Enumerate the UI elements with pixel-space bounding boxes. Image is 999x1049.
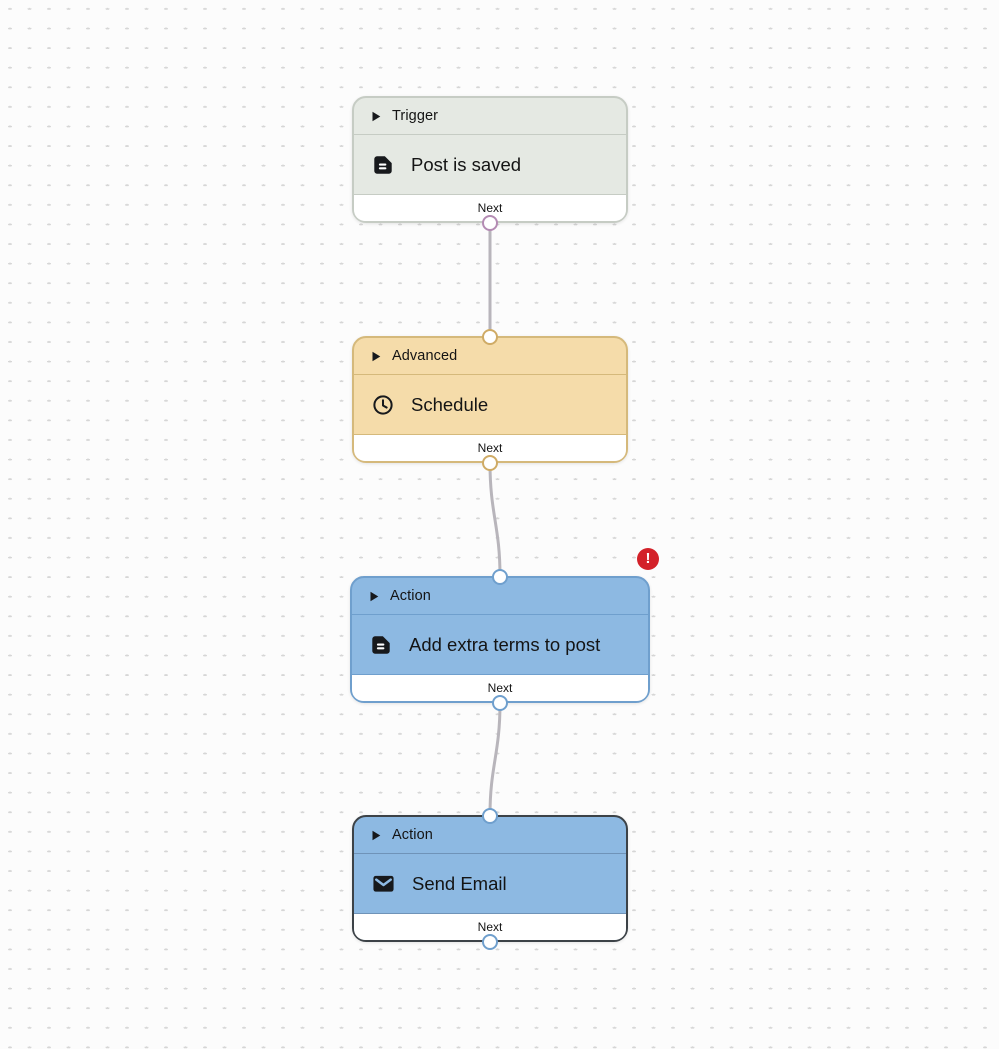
node-body: Schedule: [354, 375, 626, 435]
output-port[interactable]: [492, 694, 508, 711]
connector-schedule-to-addterms: [488, 461, 502, 578]
node-title: Schedule: [411, 393, 489, 415]
node-header: Action: [354, 817, 626, 854]
collapse-caret-icon[interactable]: [370, 591, 379, 602]
collapse-caret-icon[interactable]: [372, 830, 381, 841]
document-icon: [372, 154, 394, 176]
next-port-label: Next: [487, 681, 513, 695]
node-header: Trigger: [354, 98, 626, 135]
node-title: Post is saved: [411, 153, 522, 175]
next-port-label: Next: [477, 441, 503, 455]
error-badge[interactable]: !: [637, 548, 659, 570]
node-advanced-schedule[interactable]: Advanced Schedule Next: [352, 328, 628, 471]
collapse-caret-icon[interactable]: [372, 111, 381, 122]
node-header: Advanced: [354, 338, 626, 375]
node-action-send-email[interactable]: Action Send Email Next: [352, 807, 628, 950]
input-port[interactable]: [482, 328, 498, 345]
node-category-label: Action: [390, 588, 431, 604]
node-title: Send Email: [412, 872, 507, 894]
next-port-label: Next: [477, 920, 503, 934]
output-port[interactable]: [482, 454, 498, 471]
output-port[interactable]: [482, 214, 498, 231]
node-header: Action: [352, 578, 648, 615]
node-category-label: Trigger: [392, 108, 439, 124]
node-category-label: Action: [392, 827, 433, 843]
connector-addterms-to-sendemail: [488, 701, 502, 817]
node-trigger-post-is-saved[interactable]: Trigger Post is saved Next: [352, 96, 628, 231]
node-action-add-extra-terms[interactable]: ! Action Add extra terms to post Next: [350, 548, 659, 711]
input-port[interactable]: [482, 807, 498, 824]
collapse-caret-icon[interactable]: [372, 351, 381, 362]
node-body: Post is saved: [354, 135, 626, 195]
clock-icon: [372, 394, 394, 416]
node-category-label: Advanced: [392, 348, 458, 364]
input-port[interactable]: [492, 568, 508, 585]
node-body: Send Email: [354, 854, 626, 914]
node-body: Add extra terms to post: [352, 615, 648, 675]
next-port-label: Next: [477, 201, 503, 215]
mail-icon: [372, 872, 395, 895]
output-port[interactable]: [482, 933, 498, 950]
document-icon: [370, 634, 392, 656]
node-title: Add extra terms to post: [409, 633, 601, 655]
